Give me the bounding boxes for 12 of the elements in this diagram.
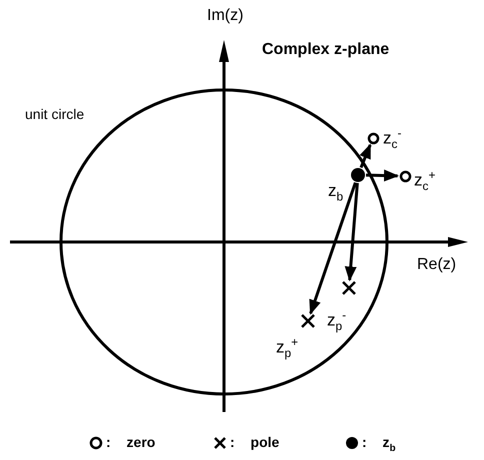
axis-label: Im(z) [207,8,244,24]
legend-label: : zero [106,435,156,449]
title: Complex z-plane [262,42,390,58]
legend-label: : z$_{b}$ [362,435,396,454]
arrow [366,170,399,182]
point-label: z$_{b}$ [328,182,344,204]
circle-label: unit circle [25,107,84,121]
arrow [360,144,372,168]
arrow [309,182,357,315]
axis-label: Re(z) [417,257,456,273]
arrow [344,182,359,282]
legend-label: : pole [230,435,280,449]
